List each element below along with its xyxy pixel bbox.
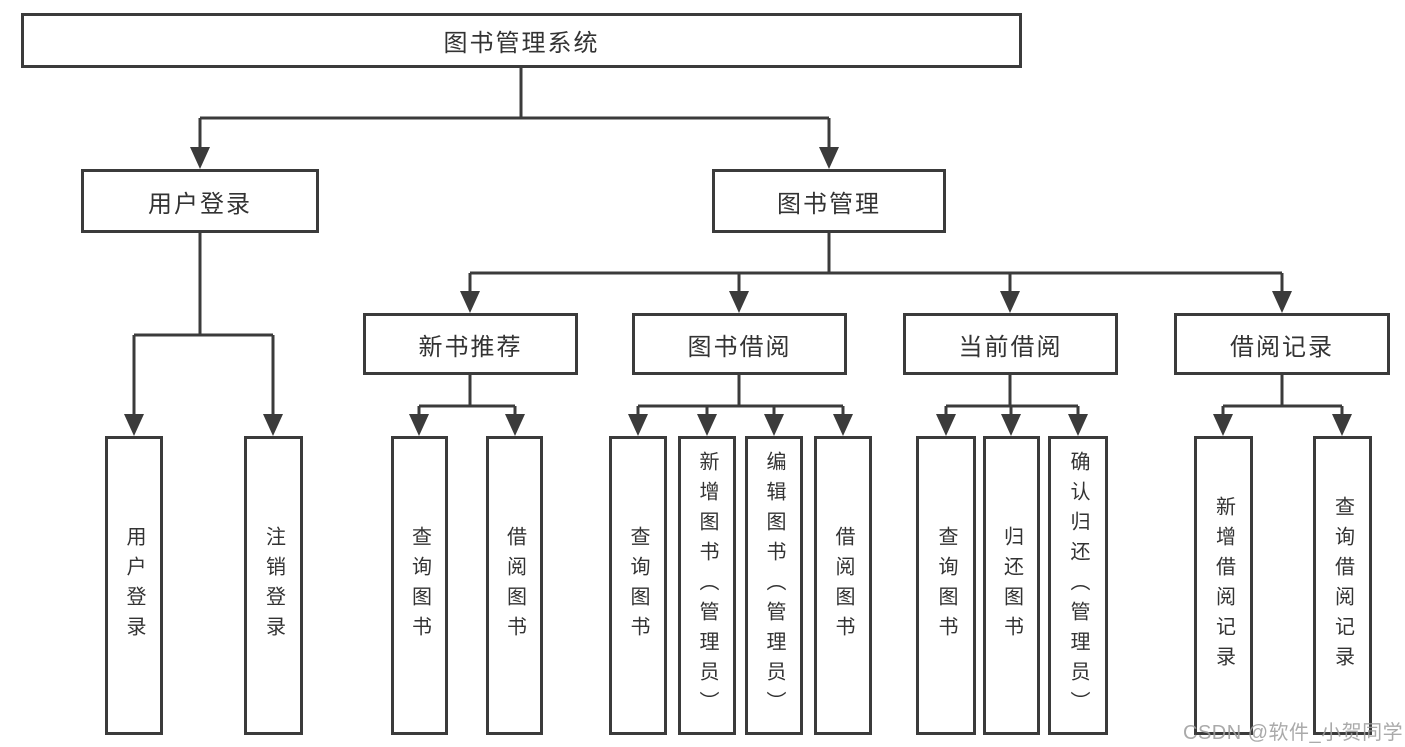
node-label: 用户登录 <box>123 525 145 646</box>
node-current-borrowing: 当前借阅 <box>903 313 1118 375</box>
node-user-login: 用户登录 <box>81 169 319 233</box>
leaf-logout-login: 注销登录 <box>244 436 303 735</box>
node-label: 借阅图书 <box>503 525 526 646</box>
node-label: 确认归还（管理员） <box>1067 450 1089 721</box>
node-label: 查询图书 <box>935 525 957 646</box>
leaf-query-borrow-record: 查询借阅记录 <box>1313 436 1372 735</box>
node-label: 当前借阅 <box>958 333 1063 361</box>
leaf-user-login: 用户登录 <box>105 436 163 735</box>
node-label: 图书借阅 <box>687 333 792 361</box>
node-new-book-recommend: 新书推荐 <box>363 313 578 375</box>
leaf-query-books-current: 查询图书 <box>916 436 976 735</box>
node-label: 新增借阅记录 <box>1212 495 1235 676</box>
leaf-borrow-books-recommend: 借阅图书 <box>486 436 543 735</box>
node-label: 归还图书 <box>1000 525 1023 646</box>
leaf-query-books-recommend: 查询图书 <box>391 436 448 735</box>
leaf-query-books-borrowing: 查询图书 <box>609 436 667 735</box>
node-label: 图书管理 <box>777 190 881 218</box>
leaf-edit-books-admin: 编辑图书（管理员） <box>745 436 803 735</box>
leaf-confirm-return-admin: 确认归还（管理员） <box>1048 436 1108 735</box>
leaf-borrow-books: 借阅图书 <box>814 436 872 735</box>
node-label: 新书推荐 <box>418 333 523 361</box>
node-label: 图书管理系统 <box>443 30 600 57</box>
node-borrowing-records: 借阅记录 <box>1174 313 1390 375</box>
arrowhead-icons <box>124 147 1352 436</box>
node-label: 注销登录 <box>262 525 285 646</box>
leaf-add-borrow-record: 新增借阅记录 <box>1194 436 1253 735</box>
node-root-library-system: 图书管理系统 <box>21 13 1022 68</box>
node-book-borrowing: 图书借阅 <box>632 313 847 375</box>
node-label: 借阅记录 <box>1230 333 1334 361</box>
node-book-management: 图书管理 <box>712 169 946 233</box>
leaf-return-books: 归还图书 <box>983 436 1040 735</box>
node-label: 用户登录 <box>148 190 252 218</box>
leaf-add-books-admin: 新增图书（管理员） <box>678 436 736 735</box>
node-label: 借阅图书 <box>832 525 854 646</box>
node-label: 查询图书 <box>627 525 649 646</box>
node-label: 查询借阅记录 <box>1331 495 1354 676</box>
node-label: 编辑图书（管理员） <box>763 450 785 721</box>
node-label: 新增图书（管理员） <box>696 450 718 721</box>
csdn-watermark: CSDN @软件_小贺同学 <box>1183 722 1404 744</box>
node-label: 查询图书 <box>408 525 431 646</box>
